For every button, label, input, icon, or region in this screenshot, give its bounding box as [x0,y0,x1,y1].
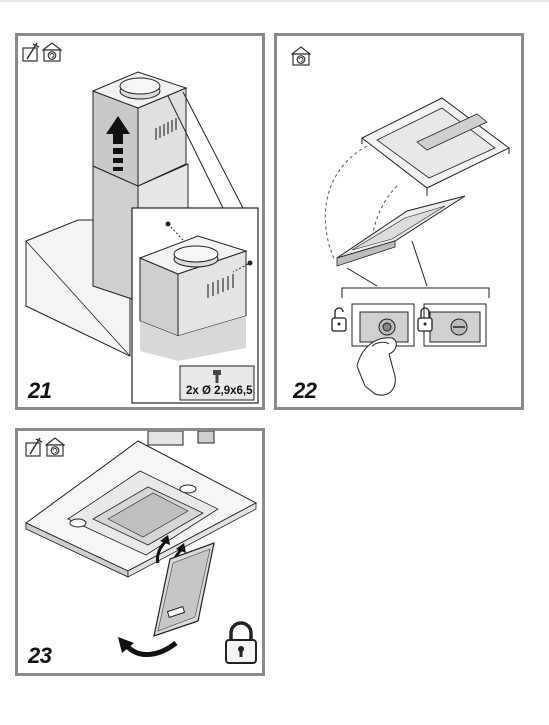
top-divider [0,0,549,2]
step-21-illustration [25,71,259,404]
tools-icon [22,42,40,67]
recirculation-house-icon [41,42,63,67]
step-number: 22 [293,378,317,403]
up-arrow-icon [106,116,130,171]
step-23-panel: 23 [15,428,265,676]
screw-icon [213,370,221,383]
step-number: 21 [28,378,52,403]
screw-spec-caption: 2x Ø 2,9x6,5 [186,385,253,397]
step-22-panel: 22 [274,33,524,410]
step-23-illustration [25,431,258,657]
unlocked-padlock-icon [331,307,347,332]
locked-padlock-icon [223,621,259,670]
tools-icon [25,437,43,462]
step-22-illustration [324,97,510,396]
recirculation-house-icon [44,437,66,462]
step-21-panel: 21 2x Ø 2,9x6,5 [15,33,265,410]
locked-padlock-icon [417,307,433,332]
step-number: 23 [28,643,52,668]
recirculation-house-icon [290,46,312,71]
